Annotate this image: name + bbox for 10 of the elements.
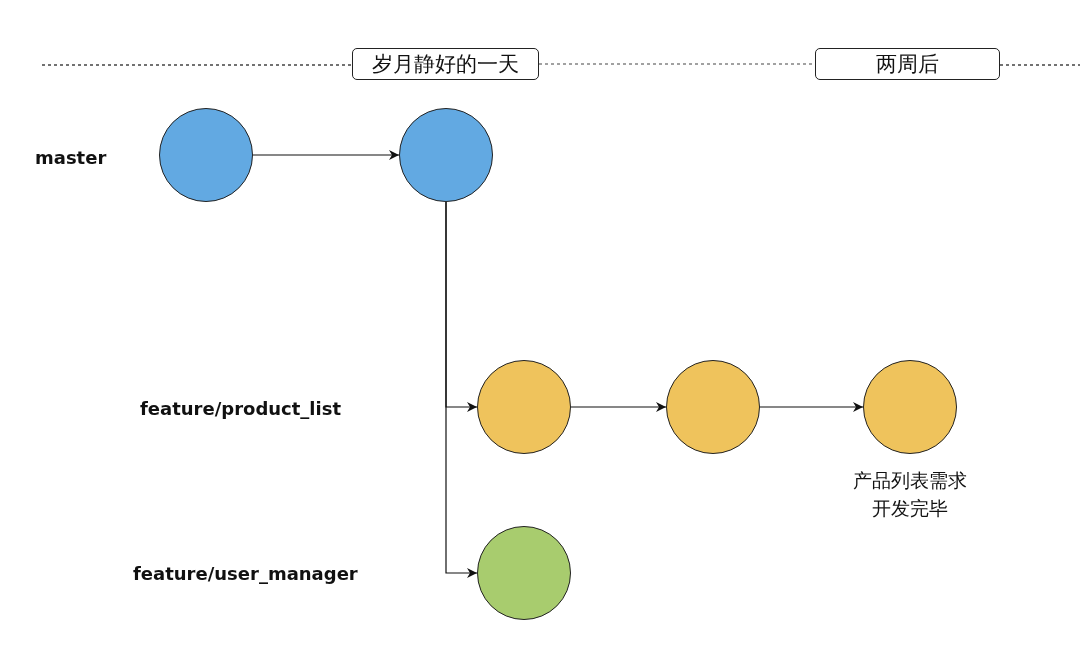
arrow (445, 201, 478, 578)
arrow (570, 402, 667, 412)
milestone-box: 岁月静好的一天 (352, 48, 539, 80)
branch-label: master (35, 146, 107, 168)
branch-label: feature/user_manager (133, 562, 358, 584)
arrow (252, 150, 400, 160)
branch-label: feature/product_list (140, 397, 342, 419)
milestone-box: 两周后 (815, 48, 1000, 80)
commit-caption: 产品列表需求开发完毕 (852, 468, 968, 521)
arrow (759, 402, 864, 412)
